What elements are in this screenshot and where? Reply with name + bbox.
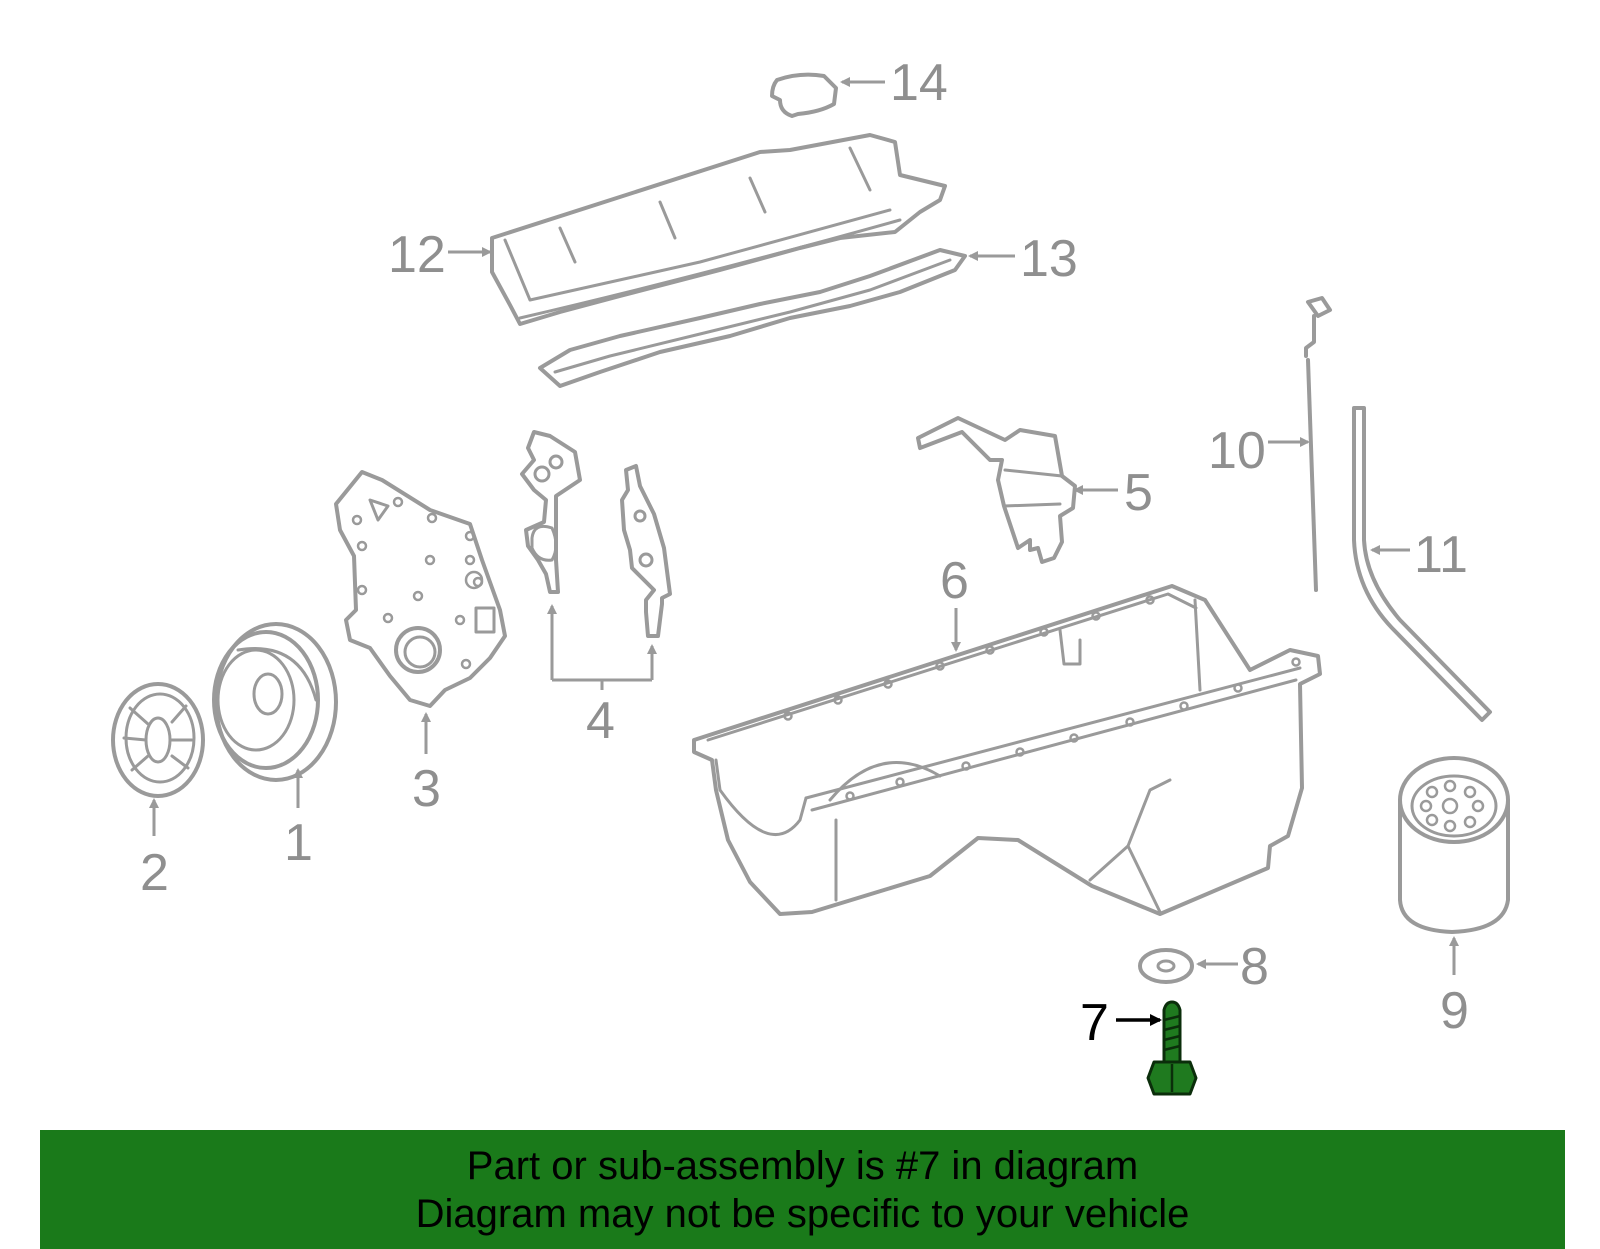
part-3-timing-cover[interactable] <box>334 470 507 708</box>
part-7-oil-drain-plug[interactable] <box>1146 1000 1198 1096</box>
part-4-timing-cover-gaskets[interactable] <box>520 430 672 638</box>
part-6-oil-pan[interactable] <box>692 584 1322 916</box>
part-12-valve-cover[interactable] <box>490 133 947 326</box>
part-11-dipstick-tube[interactable] <box>1352 406 1492 722</box>
part-1-crankshaft-pulley[interactable] <box>212 622 338 782</box>
callout-7: 7 <box>1080 994 1109 1052</box>
part-14-oil-filler-cap[interactable] <box>770 72 838 118</box>
part-13-valve-cover-gasket[interactable] <box>538 248 967 388</box>
banner-line-2: Diagram may not be specific to your vehi… <box>415 1191 1190 1236</box>
callout-3: 3 <box>412 760 441 818</box>
callout-9: 9 <box>1440 982 1469 1040</box>
callout-4: 4 <box>586 692 615 750</box>
callout-6: 6 <box>940 552 969 610</box>
part-8-drain-plug-gasket[interactable] <box>1138 948 1194 984</box>
callout-11: 11 <box>1414 526 1468 584</box>
callout-14: 14 <box>890 54 948 112</box>
part-10-dipstick[interactable] <box>1304 296 1332 592</box>
part-9-oil-filter[interactable] <box>1398 756 1510 934</box>
callout-10: 10 <box>1208 422 1266 480</box>
callout-8: 8 <box>1240 938 1269 996</box>
callout-13: 13 <box>1020 230 1078 288</box>
part-2-damper-pulley[interactable] <box>111 682 205 798</box>
callout-1: 1 <box>284 814 313 872</box>
info-banner: Part or sub-assembly is #7 in diagram Di… <box>40 1130 1565 1249</box>
banner-line-1: Part or sub-assembly is #7 in diagram <box>466 1143 1139 1188</box>
callout-2: 2 <box>140 844 169 902</box>
callout-12: 12 <box>388 226 446 284</box>
part-5-oil-pump[interactable] <box>916 416 1077 564</box>
callout-5: 5 <box>1124 464 1153 522</box>
